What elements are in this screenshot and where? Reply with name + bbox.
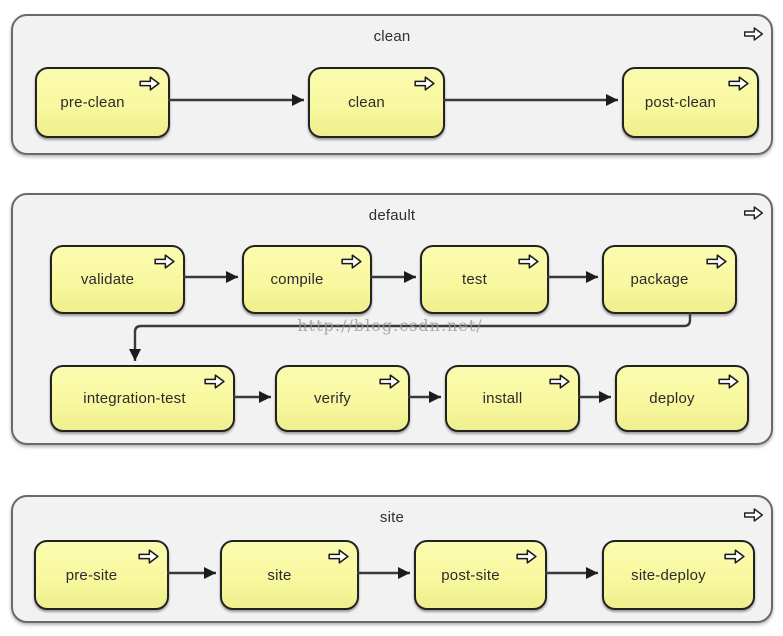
phase-node-site-deploy: site-deploy bbox=[602, 540, 755, 610]
phase-label: site-deploy bbox=[631, 566, 706, 584]
phase-label: compile bbox=[270, 271, 324, 288]
phase-label: integration-test bbox=[83, 390, 186, 407]
right-arrow-icon bbox=[137, 548, 160, 565]
phase-node-site: site bbox=[220, 540, 359, 610]
phase-label: pre-site bbox=[65, 566, 118, 584]
phase-label: post-clean bbox=[644, 94, 717, 111]
right-arrow-icon bbox=[727, 75, 750, 92]
phase-node-verify: verify bbox=[275, 365, 410, 432]
phase-node-integration-test: integration-test bbox=[50, 365, 235, 432]
phase-label: test bbox=[462, 271, 487, 288]
right-arrow-icon bbox=[138, 75, 161, 92]
panel-title-default: default bbox=[368, 207, 416, 224]
phase-node-pre-clean: pre-clean bbox=[35, 67, 170, 138]
right-arrow-icon bbox=[717, 373, 740, 390]
phase-label: post-site bbox=[441, 566, 500, 584]
right-arrow-icon bbox=[705, 253, 728, 270]
phase-label: package bbox=[630, 271, 689, 288]
lifecycle-panel-clean: clean pre-clean clean post-clean bbox=[11, 14, 773, 155]
panel-title-clean: clean bbox=[373, 28, 411, 45]
watermark-text: http://blog.csdn.net/ bbox=[297, 316, 483, 335]
phase-node-validate: validate bbox=[50, 245, 185, 314]
phase-node-test: test bbox=[420, 245, 549, 314]
right-arrow-icon bbox=[327, 548, 350, 565]
right-arrow-icon bbox=[743, 26, 764, 42]
phase-node-install: install bbox=[445, 365, 580, 432]
right-arrow-icon bbox=[517, 253, 540, 270]
phase-label: pre-clean bbox=[60, 94, 125, 111]
right-arrow-icon bbox=[548, 373, 571, 390]
right-arrow-icon bbox=[340, 253, 363, 270]
phase-label: validate bbox=[80, 271, 135, 288]
panel-title-site: site bbox=[379, 509, 405, 526]
phase-node-post-clean: post-clean bbox=[622, 67, 759, 138]
phase-node-pre-site: pre-site bbox=[34, 540, 169, 610]
phase-label: deploy bbox=[649, 390, 695, 407]
phase-node-clean: clean bbox=[308, 67, 445, 138]
right-arrow-icon bbox=[515, 548, 538, 565]
right-arrow-icon bbox=[723, 548, 746, 565]
phase-label: verify bbox=[313, 390, 352, 407]
phase-label: site bbox=[267, 566, 292, 584]
right-arrow-icon bbox=[743, 507, 764, 523]
phase-node-package: package bbox=[602, 245, 737, 314]
phase-node-post-site: post-site bbox=[414, 540, 547, 610]
lifecycle-panel-site: site pre-site site post-site site-deploy bbox=[11, 495, 773, 623]
right-arrow-icon bbox=[413, 75, 436, 92]
phase-node-compile: compile bbox=[242, 245, 372, 314]
phase-node-deploy: deploy bbox=[615, 365, 749, 432]
phase-label: clean bbox=[348, 94, 385, 111]
phase-label: install bbox=[482, 390, 523, 407]
right-arrow-icon bbox=[378, 373, 401, 390]
right-arrow-icon bbox=[203, 373, 226, 390]
right-arrow-icon bbox=[153, 253, 176, 270]
right-arrow-icon bbox=[743, 205, 764, 221]
